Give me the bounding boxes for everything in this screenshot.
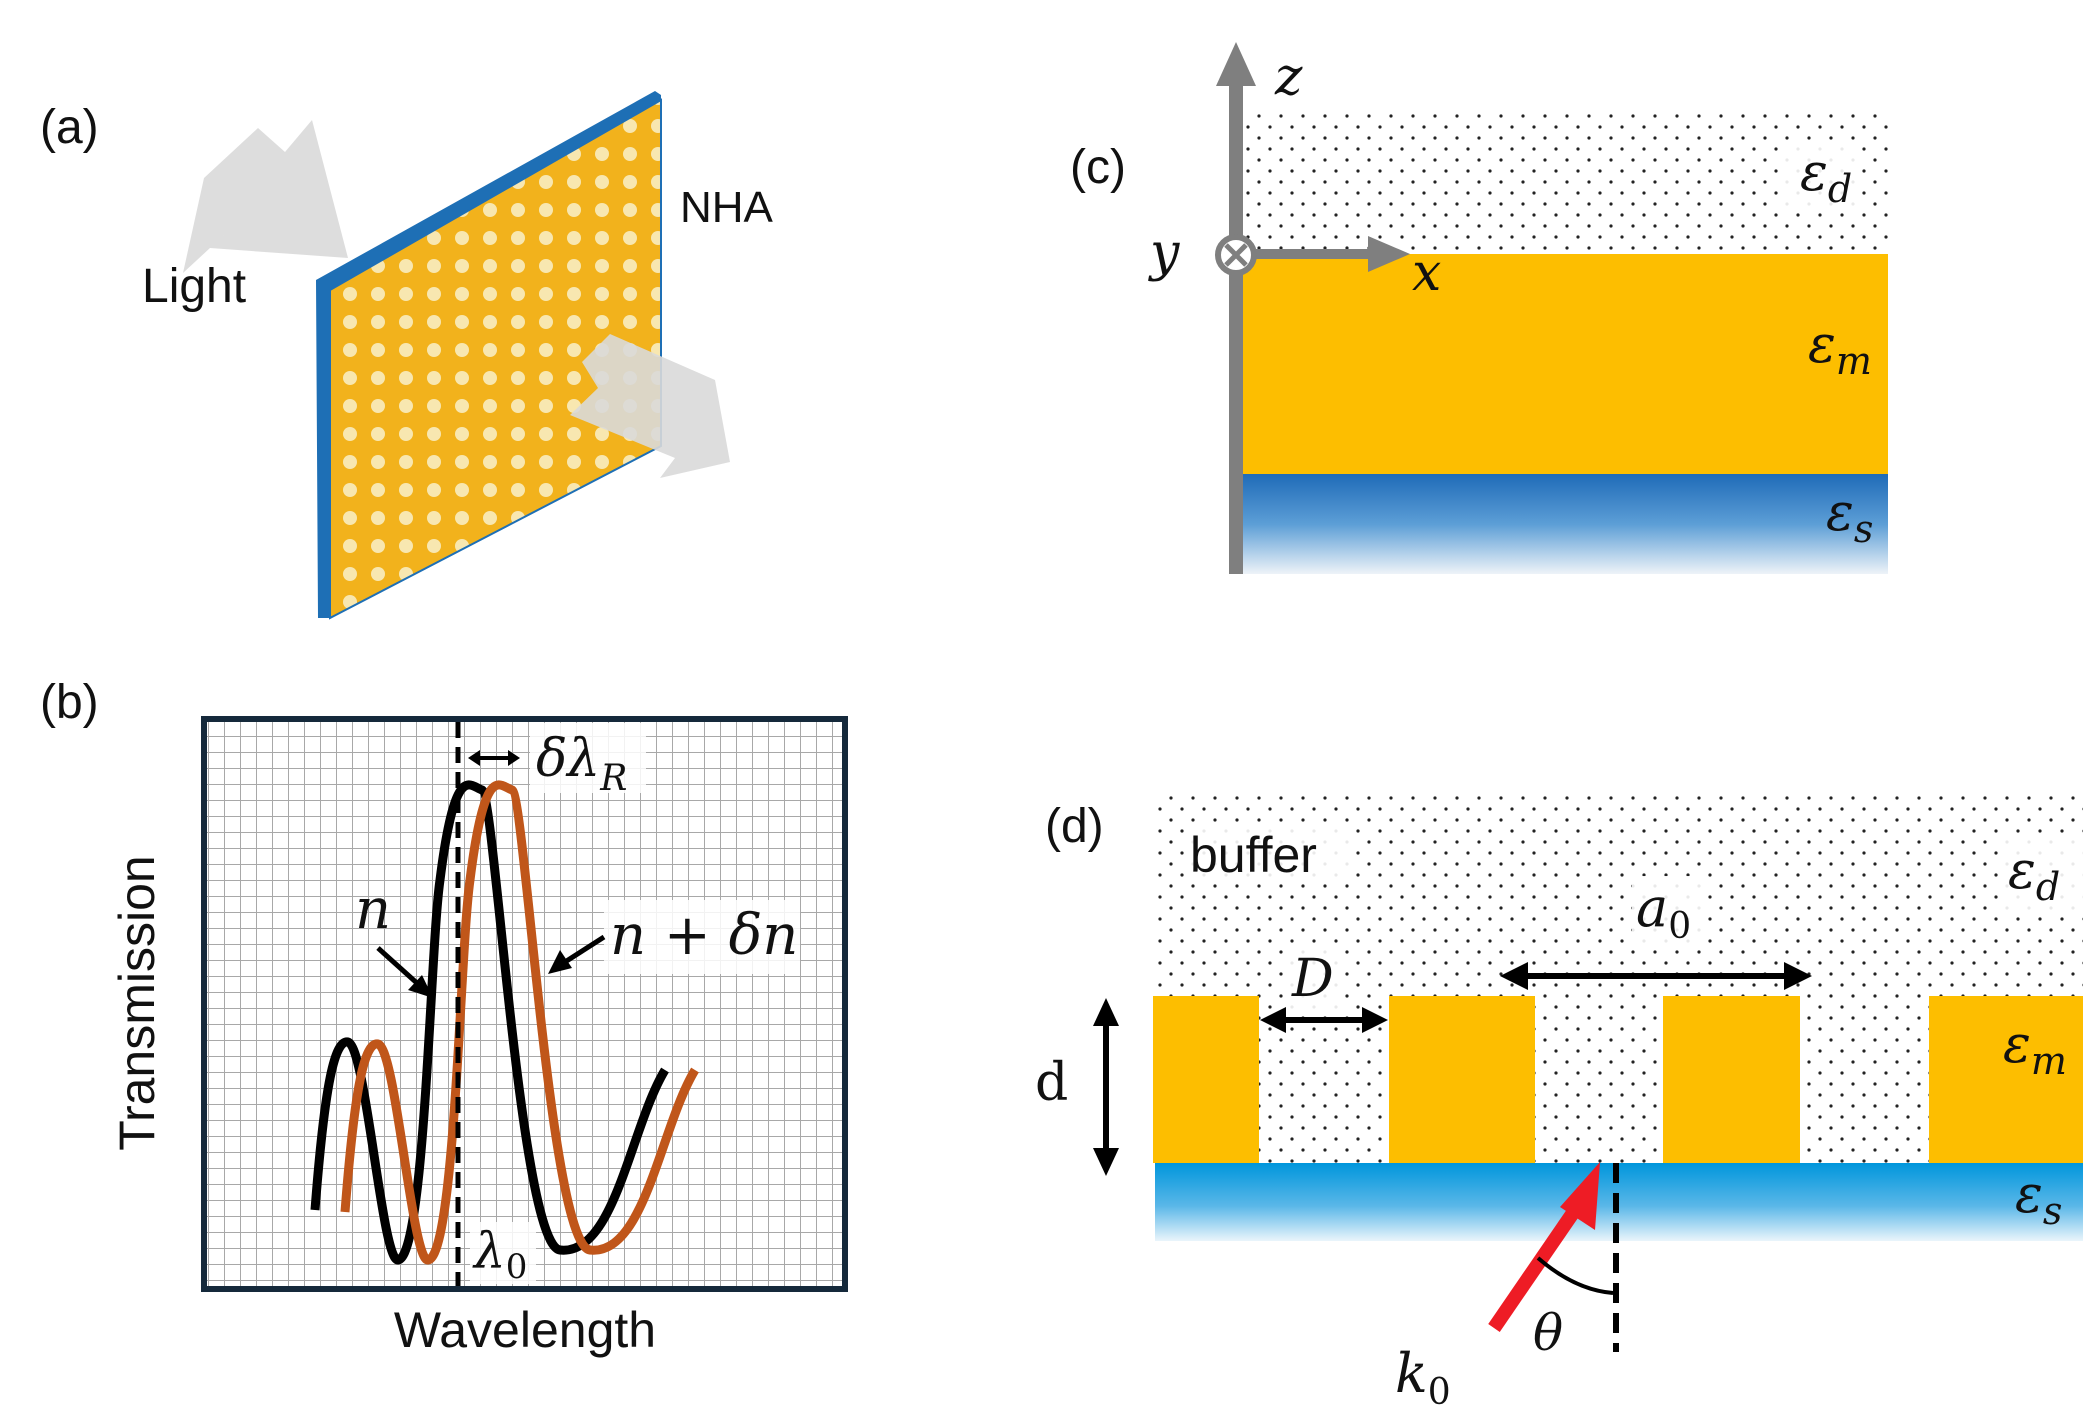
light-label: Light [142, 260, 246, 313]
curve-n [310, 780, 669, 1265]
panel-a: (a) Light NHA [40, 91, 774, 620]
incident-wave-arrow [1488, 1162, 1600, 1332]
eps-m-subscript: m [1836, 339, 1872, 383]
axis-z-label: z [1274, 47, 1303, 107]
eps-s-subscript: s [1854, 507, 1874, 551]
thickness-label: d [1035, 1053, 1068, 1113]
curve-n-label: n [355, 877, 391, 942]
eps-m-subscript-d: m [2031, 1039, 2067, 1083]
eps-m-symbol: ε [1808, 315, 1836, 375]
eps-s-symbol-d: ε [2015, 1165, 2043, 1225]
y-axis-into-page-icon [1215, 234, 1257, 276]
axis-x-label: x [1412, 243, 1441, 303]
k-symbol: k [1395, 1342, 1428, 1405]
panel-c: (c) z x y εd εm εs [1070, 42, 1888, 574]
period-arrow [1500, 962, 1812, 990]
thickness-arrow [1093, 998, 1119, 1176]
nha-substrate-edge [316, 91, 661, 618]
svg-text:λ0: λ0 [472, 1222, 527, 1287]
x-axis-label: Wavelength [394, 1302, 656, 1358]
incoming-light-arrow [183, 120, 348, 273]
curve-n-pointer [376, 946, 433, 998]
svg-text:εs: εs [1826, 483, 1873, 551]
shift-symbol: δλ [536, 729, 600, 789]
angle-label: θ [1533, 1304, 1563, 1362]
angle-arc [1536, 1256, 1614, 1295]
shift-subscript: R [599, 758, 627, 799]
panel-d-label: (d) [1045, 800, 1104, 853]
nha-label: NHA [680, 183, 774, 232]
curve-n-plus-dn [340, 780, 699, 1265]
panel-d: (d) buffer a0 D [1035, 795, 2083, 1410]
hole-width-arrow [1260, 1007, 1388, 1033]
lambda0-subscript: 0 [506, 1247, 528, 1287]
curve-n-dn-pointer [548, 934, 606, 974]
svg-text:εd: εd [1800, 143, 1852, 211]
hole-width-label: D [1291, 949, 1334, 1009]
metal-block-4 [1929, 996, 2083, 1163]
eps-m-symbol-d: ε [2003, 1015, 2031, 1075]
lambda0-symbol: λ [472, 1222, 506, 1280]
panel-b: (b) δλR n n + δn [40, 676, 848, 1358]
axis-y-label: y [1148, 223, 1180, 283]
svg-text:δλR: δλR [536, 729, 627, 799]
metal-block-1 [1153, 996, 1259, 1163]
metal-layer [1236, 254, 1888, 474]
panel-a-label: (a) [40, 101, 99, 154]
svg-text:εs: εs [2015, 1165, 2062, 1233]
period-subscript: 0 [1668, 906, 1691, 947]
eps-d-symbol-d: ε [2008, 841, 2036, 901]
outgoing-light-arrow [570, 334, 730, 478]
eps-d-subscript: d [1828, 167, 1852, 211]
svg-text:εm: εm [2003, 1015, 2067, 1083]
substrate-layer [1236, 474, 1888, 574]
y-axis-label: Transmission [109, 855, 165, 1150]
svg-text:εm: εm [1808, 315, 1872, 383]
svg-text:a0: a0 [1636, 876, 1691, 947]
x-axis [1236, 236, 1410, 272]
svg-text:εd: εd [2008, 841, 2060, 909]
panel-b-label: (b) [40, 676, 99, 729]
k-subscript: 0 [1428, 1372, 1451, 1410]
eps-s-symbol: ε [1826, 483, 1854, 543]
z-axis [1216, 42, 1256, 574]
svg-text:k0: k0 [1395, 1342, 1451, 1410]
period-symbol: a [1636, 876, 1668, 939]
panel-c-label: (c) [1070, 141, 1126, 194]
buffer-label: buffer [1190, 827, 1317, 883]
shift-arrow [468, 750, 520, 766]
dielectric-layer [1236, 108, 1888, 254]
metal-block-3 [1663, 996, 1800, 1163]
plot-grid [204, 719, 845, 1289]
eps-s-subscript-d: s [2043, 1189, 2063, 1233]
metal-block-2 [1389, 996, 1535, 1163]
curve-n-dn-label: n + δn [610, 903, 798, 968]
plot-frame [201, 716, 848, 1292]
eps-d-symbol: ε [1800, 143, 1828, 203]
eps-d-subscript-d: d [2036, 865, 2060, 909]
